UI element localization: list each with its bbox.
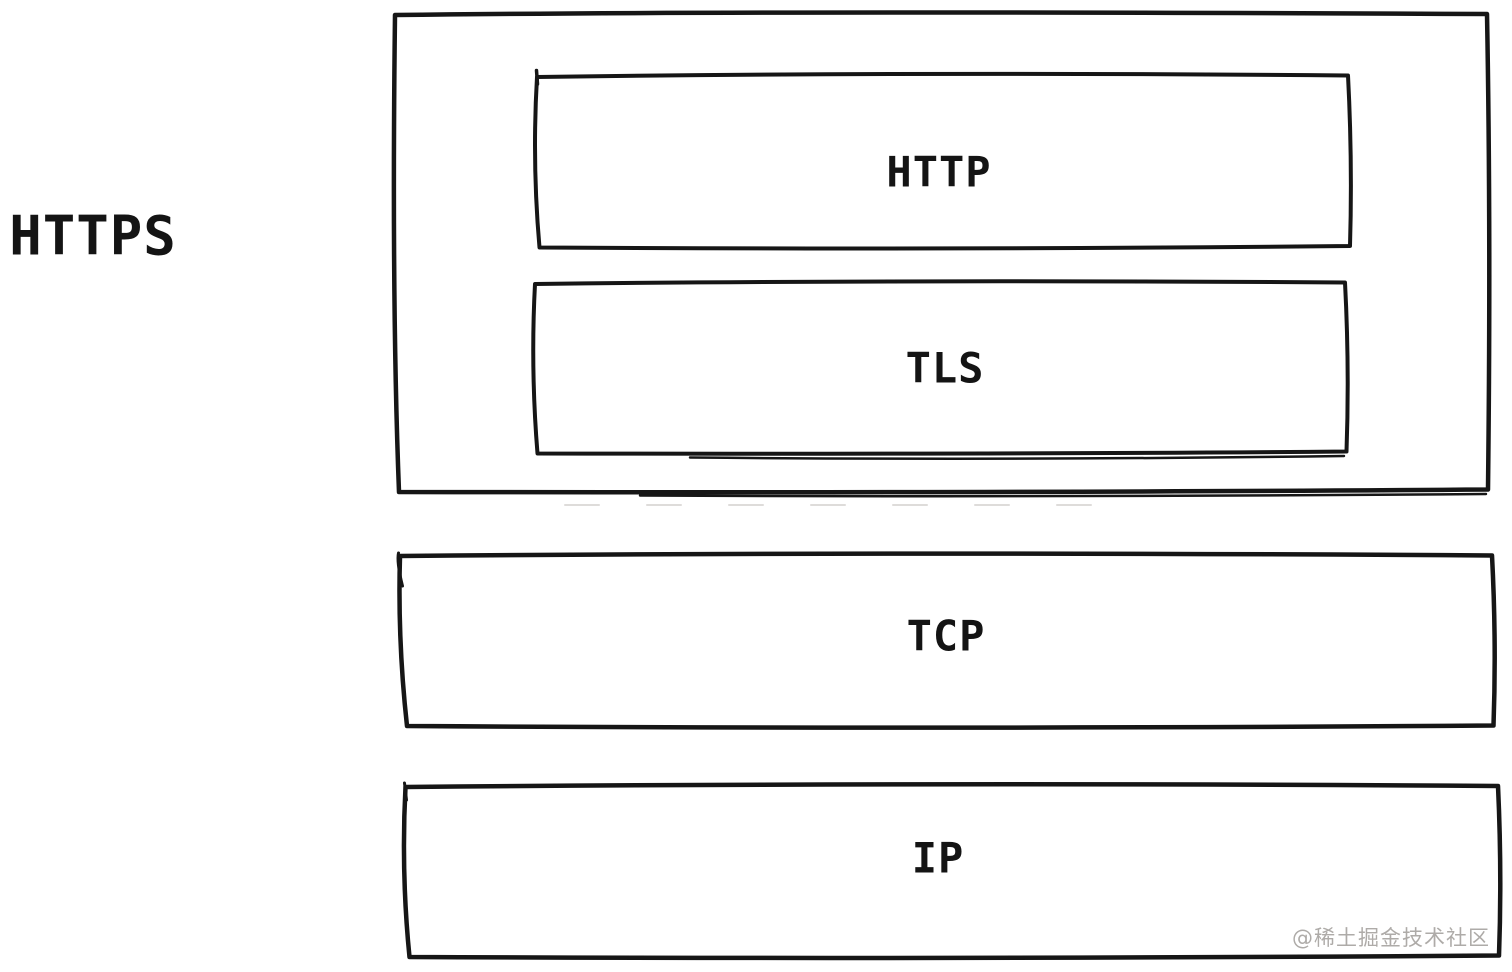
watermark: @稀土掘金技术社区 (1292, 926, 1490, 950)
https-group-box-outline (391, 10, 1492, 495)
layer-label-tcp: TCP (906, 611, 986, 661)
diagram-title: HTTPS (9, 204, 177, 268)
layer-label-http: HTTP (886, 147, 992, 197)
layer-label-tls: TLS (905, 343, 985, 393)
tls-box-outline (531, 279, 1350, 456)
http-box-outline (533, 71, 1353, 251)
ip-box-outline (401, 781, 1503, 961)
layer-label-ip: IP (911, 833, 965, 883)
http-box-corner-tick (534, 68, 540, 86)
tcp-box-corner-tick (396, 551, 404, 588)
ip-box-corner-tick (403, 781, 408, 802)
https-group-box-bottom-doublestroke (638, 492, 1488, 498)
tcp-box-outline (397, 551, 1497, 730)
tls-box-bottom-doublestroke (688, 454, 1346, 460)
